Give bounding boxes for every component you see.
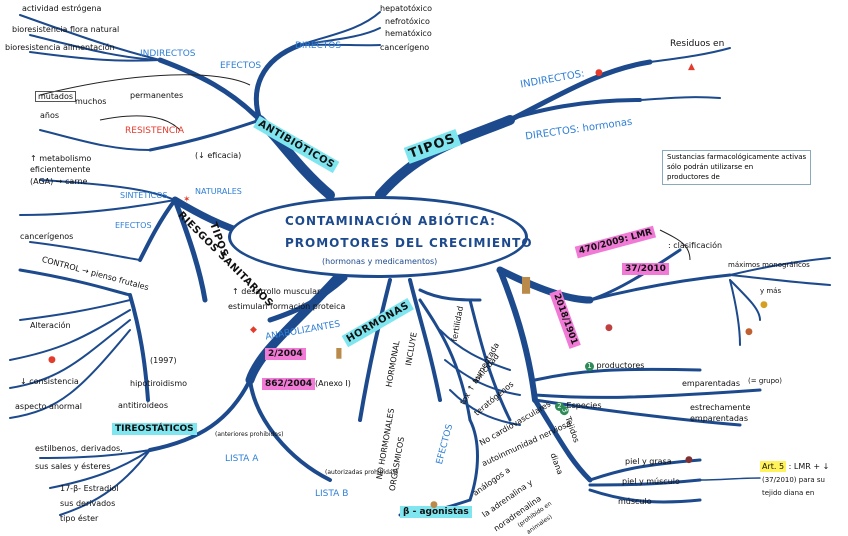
node-anos: años <box>40 111 60 120</box>
law-37-label: 37/2010 <box>622 263 669 275</box>
node-lista-b: LISTA B <box>315 489 349 499</box>
node-y-mas: y más <box>760 287 782 295</box>
node-permanentes: permanentes <box>130 91 184 100</box>
note-line3: productores de <box>667 172 720 181</box>
node-autorizadas: (autorizadas prohibidas) <box>325 469 399 476</box>
note-line1: Sustancias farmacológicamente activas <box>667 153 807 161</box>
node-tipo-ester: tipo éster <box>60 514 99 523</box>
cow-icon: ▲ <box>688 62 695 72</box>
node-especies: 2 Especies <box>555 402 601 411</box>
node-beta-agonistas: β - agonistas <box>400 506 472 518</box>
note-line2: sólo podrán utilizarse en <box>667 162 754 171</box>
chicken-icon: ● <box>760 300 768 310</box>
node-sinteticos: SINTÉTICOS <box>120 191 168 200</box>
lmr-label: : LMR + ↓ <box>788 462 830 471</box>
central-title-line1: CONTAMINACIÓN ABIÓTICA: <box>285 214 496 228</box>
node-actividad: actividad estrógena <box>22 4 102 13</box>
central-node <box>228 196 528 278</box>
node-law-37: 37/2010 <box>622 263 669 275</box>
especies-label: Especies <box>566 401 602 410</box>
node-alteracion: Alteración <box>30 321 71 330</box>
node-cancerigenos: cancerígenos <box>20 232 74 241</box>
animal-group-icon: ● <box>605 323 613 333</box>
circle-1-icon: 1 <box>585 362 594 371</box>
node-muchos: muchos <box>75 97 107 106</box>
node-estilbenos: estilbenos, derivados, <box>35 444 123 453</box>
node-law2: 862/2004 <box>262 378 316 390</box>
node-clasif: : clasificación <box>668 241 723 250</box>
node-law1: 2/2004 <box>265 348 306 360</box>
node-efectos-left: EFECTOS <box>115 221 152 230</box>
node-directos-top: DIRECTOS <box>295 41 342 51</box>
note-box: Sustancias farmacológicamente activas só… <box>662 150 812 186</box>
node-reg: (37/2010) para su <box>762 476 825 484</box>
node-cancerigeno: cancerígeno <box>380 43 430 52</box>
node-residuos-en: Residuos en <box>670 39 725 49</box>
node-indirectos-left: INDIRECTOS <box>140 49 196 59</box>
node-mutados: mutados <box>35 91 77 102</box>
tireostaticos-label: TIREOSTÁTICOS <box>112 423 197 435</box>
node-emparentadas: emparentadas <box>682 379 740 388</box>
node-derivados: sus derivados <box>60 499 116 508</box>
node-musculo: músculo <box>618 497 652 506</box>
node-consistencia: ↓ consistencia <box>20 377 79 386</box>
star-icon: ✶ <box>183 195 191 205</box>
node-piel-grasa: piel y grasa <box>625 457 672 466</box>
node-lista-a: LISTA A <box>225 454 259 464</box>
node-anteriores: (anteriores prohibidos) <box>215 431 284 438</box>
node-nefrotoxico: nefrotóxico <box>385 17 430 26</box>
central-title-line2: PROMOTORES DEL CRECIMIENTO <box>285 236 533 250</box>
node-efectos-top: EFECTOS <box>220 61 262 71</box>
document-icon: ▮ <box>335 345 343 361</box>
node-estrechamente: estrechamente <box>690 403 751 412</box>
node-bioresist-flora: bioresistencia flora natural <box>12 25 120 34</box>
node-beta17: 17-β- Estradiol <box>60 484 119 493</box>
meat-icon: ● <box>48 355 56 365</box>
node-bioresist-alim: bioresistencia alimentación <box>5 43 115 52</box>
node-tejido: tejido diana en <box>762 489 815 497</box>
egg-icon: ● <box>430 500 438 510</box>
node-ineficacia: (↓ eficacia) <box>195 151 242 160</box>
node-art5: Art. 5 : LMR + ↓ <box>760 461 830 472</box>
node-grupo: (= grupo) <box>748 377 783 385</box>
beta-agonistas-label: β - agonistas <box>400 506 472 518</box>
node-anexo: (Anexo I) <box>315 379 351 388</box>
law2-label: 862/2004 <box>262 378 316 390</box>
node-estimulan: estimulan formación proteica <box>228 302 346 311</box>
central-subtitle: (hormonas y medicamentos) <box>322 257 438 266</box>
node-aga: (AGA) → carne <box>30 177 88 186</box>
node-mrl: máximos monográficos <box>728 261 810 269</box>
node-naturales: NATURALES <box>195 187 242 196</box>
node-year: (1997) <box>150 356 177 365</box>
pig-icon: ● <box>745 327 753 337</box>
art5-label: Art. 5 <box>760 461 787 472</box>
node-tireostaticos: TIREOSTÁTICOS <box>112 423 197 435</box>
node-metabolismo: ↑ metabolismo <box>30 154 92 163</box>
node-resistencia: RESISTENCIA <box>125 126 185 136</box>
circle-2-icon: 2 <box>555 402 564 411</box>
node-eficientemente: eficientemente <box>30 165 91 174</box>
node-emparentadas2: emparentadas <box>690 414 748 423</box>
scroll-icon: ▮ <box>520 272 533 297</box>
node-hematotoxico: hematóxico <box>385 29 432 38</box>
node-aspecto: aspecto anormal <box>15 402 82 411</box>
node-hepatotoxico: hepatotóxico <box>380 4 433 13</box>
pill-icon: ● <box>595 68 603 78</box>
law1-label: 2/2004 <box>265 348 306 360</box>
productores-label: productores <box>596 361 645 370</box>
node-productores: 1 productores <box>585 362 644 371</box>
syringe-icon: ◆ <box>250 325 257 335</box>
node-hipotiroidismo: hipotiroidismo <box>130 379 188 388</box>
bird-icon: ● <box>685 455 693 465</box>
node-piel-musculo: piel y músculo <box>622 477 680 486</box>
node-antitiroideos: antitiroideos <box>118 401 168 410</box>
node-desarrollo: ↑ desarrollo muscular <box>232 287 321 296</box>
node-sales: sus sales y ésteres <box>35 462 111 471</box>
